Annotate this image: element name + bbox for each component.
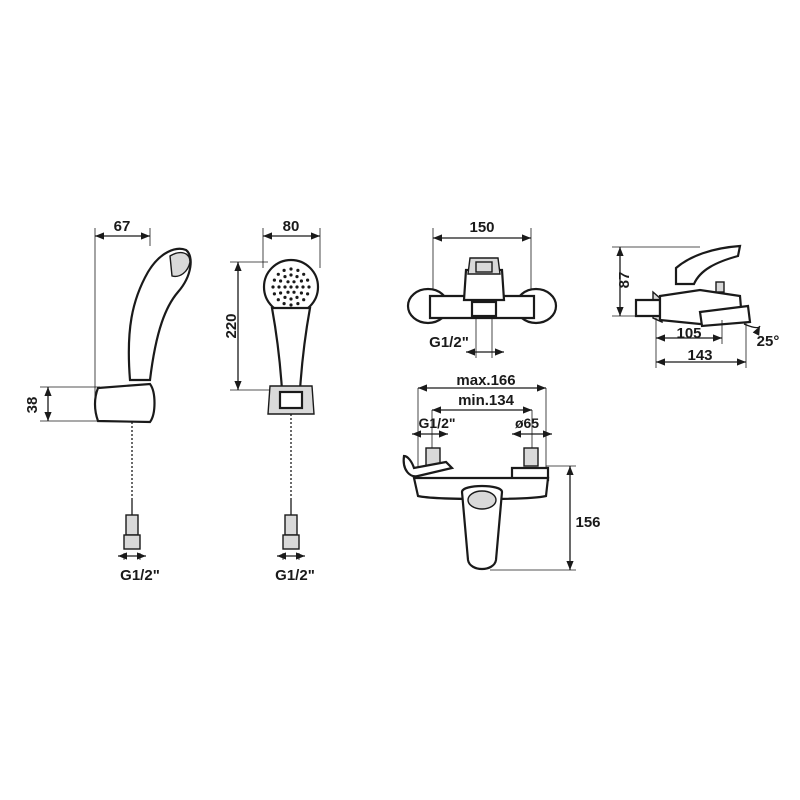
nozzle-dot [307, 285, 311, 289]
nozzle-dot [301, 285, 305, 289]
handshower-side-view: 67 38 G1/2" [24, 218, 192, 584]
handshower-front-view: 80 220 G1/2" [223, 218, 321, 584]
nozzle-dot [279, 291, 283, 295]
nozzle-dot [295, 295, 299, 299]
top-thread-label: G1/2" [419, 415, 456, 431]
nozzle-dot [277, 285, 281, 289]
nozzle-dot [271, 285, 275, 289]
hose-nut-front [284, 514, 298, 536]
spout-dimension-2: 143 [687, 347, 712, 364]
mixer-front-view: 150 G1/2" [406, 219, 558, 358]
rosette-diameter: ø65 [515, 415, 539, 431]
nozzle-dot [296, 268, 300, 272]
angle-dimension: 25° [757, 333, 780, 350]
wall-holder [93, 382, 156, 424]
nozzle-dot [295, 285, 299, 289]
nozzle-dot [279, 279, 283, 283]
spray-face [169, 251, 191, 278]
nozzle-dot [292, 290, 296, 294]
nozzle-dot [283, 275, 287, 279]
nozzle-dot [296, 302, 300, 306]
spout-dimension-1: 105 [676, 325, 701, 342]
hose-nut-side [125, 514, 139, 536]
width-dimension: 67 [114, 218, 131, 235]
depth-dimension: 156 [575, 514, 600, 531]
nozzle-dot [286, 290, 290, 294]
mixer-thread-label: G1/2" [429, 334, 469, 351]
nozzle-dot [282, 268, 286, 272]
nozzle-dot [289, 273, 293, 277]
thread-label-side: G1/2" [120, 567, 160, 584]
mixer-height-dimension: 87 [616, 272, 633, 289]
right-inlet [523, 447, 539, 467]
nozzle-dot [289, 297, 293, 301]
mixer-top-view: max.166 min.134 G1/2" ø65 156 [402, 372, 601, 571]
mixer-width-dimension: 150 [469, 219, 494, 236]
nozzle-dot [306, 292, 310, 296]
nozzle-dot [272, 292, 276, 296]
mixer-side-view: 87 105 143 25° [612, 244, 780, 368]
nozzle-dot [276, 272, 280, 276]
nozzle-dot [299, 279, 303, 283]
height-dimension: 220 [223, 313, 240, 338]
nozzle-dot [295, 275, 299, 279]
front-width-dimension: 80 [283, 218, 300, 235]
handshower-handle [127, 247, 192, 382]
spout-side [698, 304, 752, 328]
mixer-lever-side [674, 244, 742, 286]
nozzle-dot [283, 285, 287, 289]
hose-connector-front [282, 534, 300, 550]
nozzle-dot [282, 302, 286, 306]
spray-nozzles [271, 267, 311, 307]
nozzle-dot [272, 278, 276, 282]
left-rosette-top [402, 454, 455, 478]
spout-front [470, 300, 498, 318]
nozzle-dot [292, 280, 296, 284]
nozzle-dot [302, 272, 306, 276]
nozzle-dot [289, 267, 293, 271]
nozzle-dot [299, 291, 303, 295]
nozzle-dot [276, 298, 280, 302]
min-spacing: min.134 [458, 392, 515, 409]
nozzle-dot [306, 278, 310, 282]
front-handle [270, 306, 312, 392]
diverter-knob [715, 281, 725, 293]
holder-clip [278, 390, 304, 410]
nozzle-dot [286, 280, 290, 284]
thread-label-front: G1/2" [275, 567, 315, 584]
wall-connector [634, 298, 662, 318]
nozzle-dot [289, 285, 293, 289]
nozzle-dot [289, 303, 293, 307]
max-spacing: max.166 [456, 372, 515, 389]
hose-connector-side [123, 534, 141, 550]
nozzle-dot [283, 295, 287, 299]
nozzle-dot [302, 298, 306, 302]
holder-dimension: 38 [24, 397, 41, 414]
